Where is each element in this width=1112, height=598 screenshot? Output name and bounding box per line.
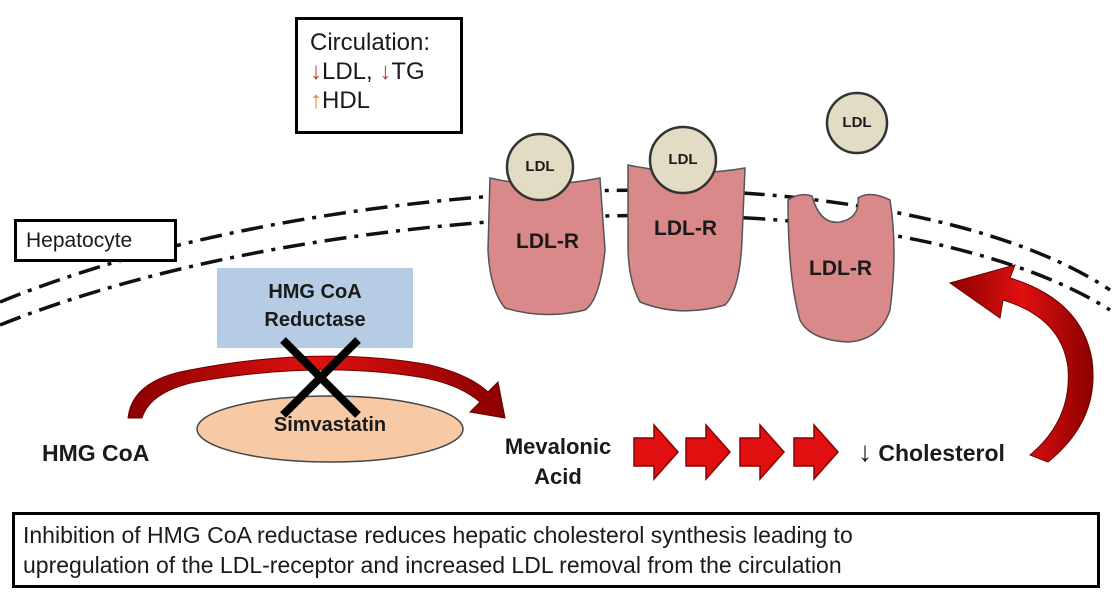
circulation-tg: TG [391,58,425,85]
pathway-arrow-3 [739,423,786,481]
up-arrow-icon: ↑ [310,87,322,114]
enzyme-label-line1: HMG CoA [268,281,362,303]
cholesterol-text: Cholesterol [878,440,1005,466]
upregulation-curved-arrow [948,264,1094,463]
circulation-ldl: LDL, [322,58,373,85]
caption-box: Inhibition of HMG CoA reductase reduces … [12,512,1100,588]
down-arrow-icon: ↓ [379,58,392,85]
product-label-line2: Acid [534,464,582,489]
enzyme-label: HMG CoA Reductase [217,278,413,334]
caption-line-2: upregulation of the LDL-receptor and inc… [23,552,842,578]
pathway-arrow-1 [633,423,680,481]
pathway-arrow-2 [685,423,732,481]
circulation-title: Circulation: [310,29,431,56]
circulation-hdl-line: ↑HDL [310,86,460,115]
circulation-hdl: HDL [322,87,371,114]
drug-label: Simvastatin [273,414,387,436]
conversion-arc-arrow [127,355,506,419]
ldl-receptor-2-label: LDL-R [654,217,717,240]
ldl-receptor-3 [787,193,895,343]
cholesterol-label: ↓ Cholesterol [858,436,1005,468]
down-arrow-icon: ↓ [858,436,872,467]
pathway-arrow-4 [793,423,840,481]
ldl-particle-1 [505,132,575,202]
hepatocyte-label: Hepatocyte [14,219,177,262]
enzyme-label-line2: Reductase [264,309,366,331]
ldl-particle-2-label: LDL [668,151,698,168]
inhibition-x-line-2 [280,337,361,418]
down-arrow-icon: ↓ [310,58,322,85]
circulation-box: Circulation: ↓LDL, ↓TG ↑HDL [295,17,463,134]
ldl-particle-2 [648,125,718,195]
ldl-receptor-3-label: LDL-R [809,257,872,280]
product-label-line1: Mevalonic [504,434,612,459]
product-label: Mevalonic Acid [488,432,628,492]
enzyme-box [217,268,413,348]
circulation-ldl-tg-line: ↓LDL, ↓TG [310,57,460,86]
ldl-particle-3-label: LDL [842,114,872,131]
caption-line-1: Inhibition of HMG CoA reductase reduces … [23,522,853,548]
ldl-receptor-1-label: LDL-R [516,230,579,253]
substrate-label: HMG CoA [42,440,150,466]
ldl-particle-1-label: LDL [525,158,555,175]
ldl-particle-3 [825,91,889,155]
drug-ellipse [196,395,464,463]
